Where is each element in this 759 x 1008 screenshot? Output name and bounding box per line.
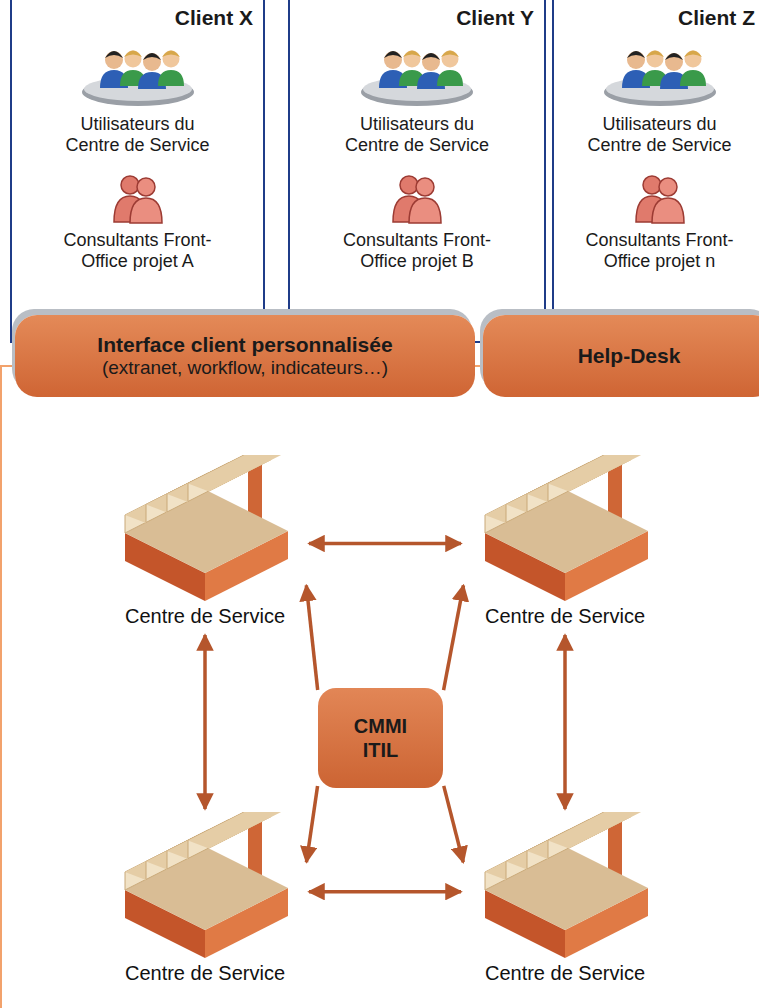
client-node: Client Y Utilisateurs du Centre de Servic… (288, 0, 546, 343)
connector-arrow (444, 786, 464, 862)
factory-label: Centre de Service (464, 605, 666, 628)
svg-shape (442, 51, 459, 68)
bar-node: Help-Desk (483, 315, 759, 397)
svg-shape (121, 176, 139, 194)
factory-label: Centre de Service (104, 962, 306, 985)
connector-arrow (309, 542, 461, 546)
bar-node: Interface client personnalisée(extranet,… (15, 315, 475, 397)
consultants-icon (632, 174, 688, 224)
factory-illustration (110, 812, 300, 962)
svg-shape (162, 51, 179, 68)
client-title: Client Z (554, 0, 759, 30)
client-node: Client Z Utilisateurs du Centre de Servic… (552, 0, 759, 343)
client-node: Client X Utilisateurs du Centre de Servic… (10, 0, 265, 343)
client-title: Client X (12, 0, 263, 30)
users-icon (78, 40, 198, 108)
users-label: Utilisateurs du Centre de Service (576, 114, 744, 156)
factory-illustration (110, 455, 300, 605)
consultants-icon (389, 174, 445, 224)
bar-subtitle: (extranet, workflow, indicateurs…) (102, 357, 388, 379)
service-region (1, 366, 759, 1008)
connector-arrow (306, 786, 317, 862)
svg-shape (627, 51, 645, 58)
factory-illustration (470, 812, 660, 962)
factory-label: Centre de Service (464, 962, 666, 985)
svg-shape (441, 51, 459, 58)
users-label: Utilisateurs du Centre de Service (54, 114, 222, 156)
svg-shape (105, 51, 123, 58)
svg-shape (646, 51, 664, 58)
svg-shape (548, 455, 652, 492)
standard-label: CMMI ITIL (346, 714, 416, 762)
connector-arrow (444, 585, 464, 690)
svg-shape (627, 51, 645, 69)
svg-shape (130, 198, 162, 223)
svg-shape (404, 51, 421, 68)
connector-arrow (306, 585, 317, 690)
consultants-icon (110, 174, 166, 224)
svg-shape (684, 51, 702, 58)
svg-shape (403, 51, 421, 58)
svg-shape (422, 53, 440, 71)
svg-shape (409, 198, 441, 223)
svg-shape (124, 51, 141, 68)
svg-shape (124, 51, 142, 58)
svg-shape (548, 812, 652, 849)
svg-shape (665, 53, 683, 60)
bar-heading: Interface client personnalisée (97, 333, 392, 357)
svg-shape (684, 51, 701, 68)
svg-shape (680, 70, 706, 86)
svg-shape (143, 53, 161, 60)
client-title: Client Y (290, 0, 544, 30)
svg-shape (188, 812, 292, 849)
svg-shape (646, 51, 663, 68)
svg-shape (384, 51, 402, 58)
factory-node: Centre de Service (464, 812, 666, 989)
connector-arrow (203, 635, 207, 809)
connector-arrow (563, 635, 567, 809)
svg-shape (188, 455, 292, 492)
svg-shape (643, 176, 661, 194)
consultants-label: Consultants Front-Office projet n (565, 230, 755, 272)
cmmi-node: CMMI ITIL (318, 688, 443, 788)
factory-node: Centre de Service (464, 455, 666, 632)
factory-node: Centre de Service (104, 812, 306, 989)
svg-shape (162, 51, 180, 58)
svg-shape (652, 198, 684, 223)
factory-node: Centre de Service (104, 455, 306, 632)
svg-shape (105, 51, 123, 69)
svg-shape (158, 70, 184, 86)
svg-shape (659, 178, 677, 196)
users-icon (357, 40, 477, 108)
factory-illustration (470, 455, 660, 605)
consultants-label: Consultants Front-Office projet B (322, 230, 512, 272)
svg-shape (400, 176, 418, 194)
users-icon (600, 40, 720, 108)
svg-shape (416, 178, 434, 196)
svg-shape (665, 53, 683, 71)
svg-shape (143, 53, 161, 71)
bar-heading: Help-Desk (578, 344, 681, 368)
factory-label: Centre de Service (104, 605, 306, 628)
svg-shape (422, 53, 440, 60)
svg-shape (437, 70, 463, 86)
users-label: Utilisateurs du Centre de Service (333, 114, 501, 156)
svg-shape (137, 178, 155, 196)
consultants-label: Consultants Front-Office projet A (43, 230, 233, 272)
connector-arrow (309, 890, 461, 894)
svg-shape (384, 51, 402, 69)
